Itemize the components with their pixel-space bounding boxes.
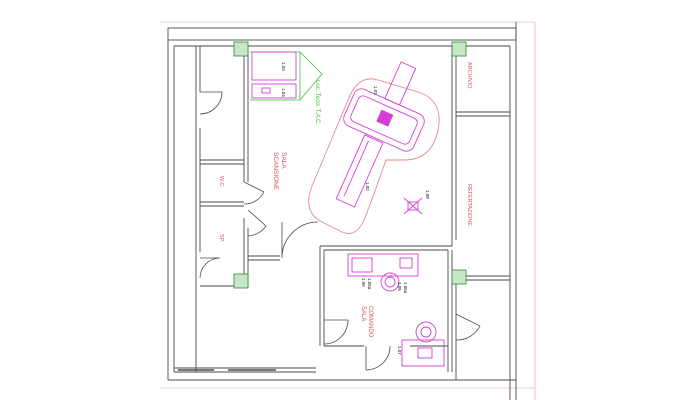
cabinet-1-03 bbox=[251, 51, 297, 81]
patient-table-rail bbox=[343, 140, 369, 196]
tag-1-05: 1.05 bbox=[397, 282, 402, 291]
tag-1-04: 1.04 bbox=[281, 88, 286, 97]
tag-1-06a: 1.06a bbox=[367, 278, 372, 290]
label-loc-tecn: Loc. Tecn. T.A.C. bbox=[314, 80, 320, 125]
operator-chair-2 bbox=[415, 321, 437, 343]
label-sala-scansione-line2: SCANSIONE bbox=[272, 152, 279, 191]
tag-1-06: 1.06 bbox=[361, 278, 366, 287]
label-sala-comando-line1: SALA bbox=[360, 306, 366, 321]
reference-lines bbox=[160, 21, 536, 400]
door-corridor bbox=[247, 209, 267, 237]
label-wc: W.C. bbox=[218, 176, 224, 188]
operator-chair-2-seat bbox=[420, 326, 432, 338]
label-archivio: ARCHIVIO bbox=[466, 62, 472, 89]
console-monitor-1 bbox=[351, 257, 373, 273]
patient-table bbox=[335, 134, 384, 208]
columns bbox=[233, 41, 467, 289]
cabinet-1-04-detail bbox=[261, 87, 271, 94]
injector-leg-2 bbox=[403, 197, 423, 215]
injector-head bbox=[407, 201, 419, 211]
ct-scanner bbox=[308, 61, 440, 234]
door-wc bbox=[243, 181, 265, 205]
scanner-clearance-zone bbox=[308, 78, 440, 234]
injector-stand bbox=[403, 197, 423, 215]
gantry-rear-rail bbox=[384, 61, 417, 106]
doors bbox=[199, 91, 481, 371]
tag-1-07: 1.07 bbox=[397, 346, 402, 355]
tag-1-01: 1.01 bbox=[373, 86, 378, 95]
workstation-desk bbox=[401, 339, 445, 367]
top-wall bbox=[167, 27, 517, 41]
equipment-tags: 1.01 1.02 1.03 1.04 1.05 1.05a 1.06 1.06… bbox=[281, 62, 430, 355]
column-mid-left bbox=[233, 273, 249, 289]
room-labels: SALA SCANSIONE ARCHIVIO REFERTAZIONE W.C… bbox=[218, 62, 472, 338]
column-mid-right bbox=[451, 269, 467, 285]
door-lower-right bbox=[455, 313, 481, 341]
column-top-right bbox=[451, 41, 467, 57]
tag-1-05a: 1.05a bbox=[403, 282, 408, 294]
label-sala-scansione-line1: SALA bbox=[280, 152, 287, 169]
tag-1-03: 1.03 bbox=[281, 62, 286, 71]
label-refertazione: REFERTAZIONE bbox=[466, 184, 472, 226]
door-service-upper bbox=[199, 91, 223, 115]
door-control-left bbox=[323, 319, 349, 345]
door-sp bbox=[199, 257, 221, 279]
gantry-bore bbox=[376, 109, 394, 127]
operator-chair-1-seat bbox=[384, 276, 396, 288]
gantry-inner bbox=[350, 95, 418, 145]
label-sala-comando-line2: COMANDO bbox=[367, 306, 373, 338]
workstation-monitor bbox=[417, 347, 433, 359]
cabinet-1-04 bbox=[251, 83, 297, 99]
tag-1-02: 1.02 bbox=[365, 182, 370, 191]
operator-chair-1 bbox=[380, 272, 400, 292]
tag-1-08: 1.08 bbox=[425, 190, 430, 199]
outer-walls bbox=[167, 22, 517, 400]
door-scan-room bbox=[281, 221, 319, 259]
console-monitor-2 bbox=[399, 257, 413, 269]
technical-cabinets bbox=[251, 51, 297, 99]
label-sp: SP. bbox=[218, 234, 224, 243]
door-control-bottom bbox=[365, 345, 391, 371]
console-desk bbox=[347, 253, 419, 277]
column-top-left bbox=[233, 41, 249, 57]
control-room-furniture bbox=[347, 253, 445, 367]
